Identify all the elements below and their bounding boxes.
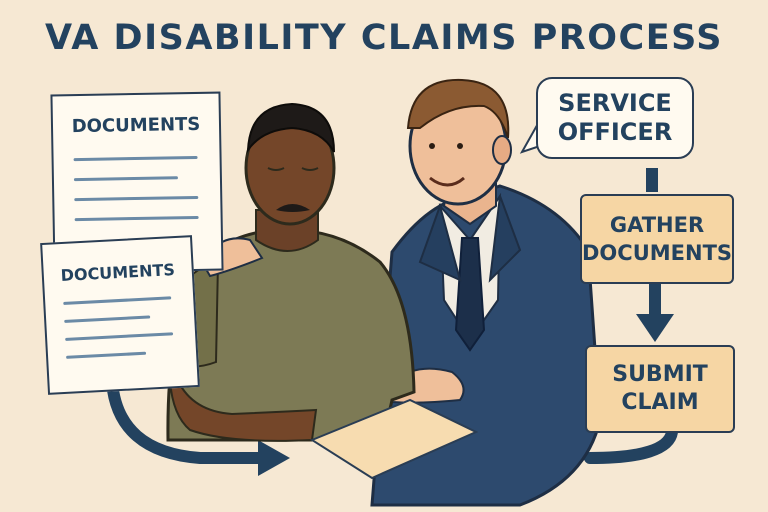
bubble-line-2: OFFICER [557,118,673,146]
officer-smile [429,176,465,187]
document-line [64,315,151,323]
document-line [65,332,174,341]
step-gather-line-2: DOCUMENTS [582,241,733,265]
step-submit-line-2: CLAIM [621,390,699,415]
arrow-docs-to-bottom [106,376,268,464]
document-line [74,195,199,202]
step-submit-line-1: SUBMIT [612,362,708,387]
arrowhead-bottom-left [258,440,290,476]
arrow-submit-return [584,426,678,464]
service-officer-bubble: SERVICE OFFICER [536,77,694,159]
document-line [73,155,198,162]
document-line [63,296,172,305]
veteran-hair [246,102,335,154]
document-card-2: DOCUMENTS [40,235,200,395]
officer-lapel-right [488,195,522,283]
document-card-1-label: DOCUMENTS [71,113,201,138]
bubble-line-1: SERVICE [558,89,672,117]
document-card-2-label: DOCUMENTS [60,260,176,286]
arrowhead-down [636,314,674,342]
officer-ear [492,135,512,165]
claim-paper [309,398,479,480]
officer-hair [406,78,510,139]
step-gather-line-1: GATHER [609,213,705,237]
document-line [66,351,147,359]
officer-tie [454,237,486,352]
page-title: VA DISABILITY CLAIMS PROCESS [45,18,723,58]
step-submit-claim: SUBMIT CLAIM [585,345,735,433]
document-line [74,215,199,222]
officer-lapel-left [418,202,462,282]
veteran-figure [164,102,416,442]
step-gather-documents: GATHER DOCUMENTS [580,194,734,284]
document-line [73,176,178,182]
veteran-mustache [276,204,310,212]
